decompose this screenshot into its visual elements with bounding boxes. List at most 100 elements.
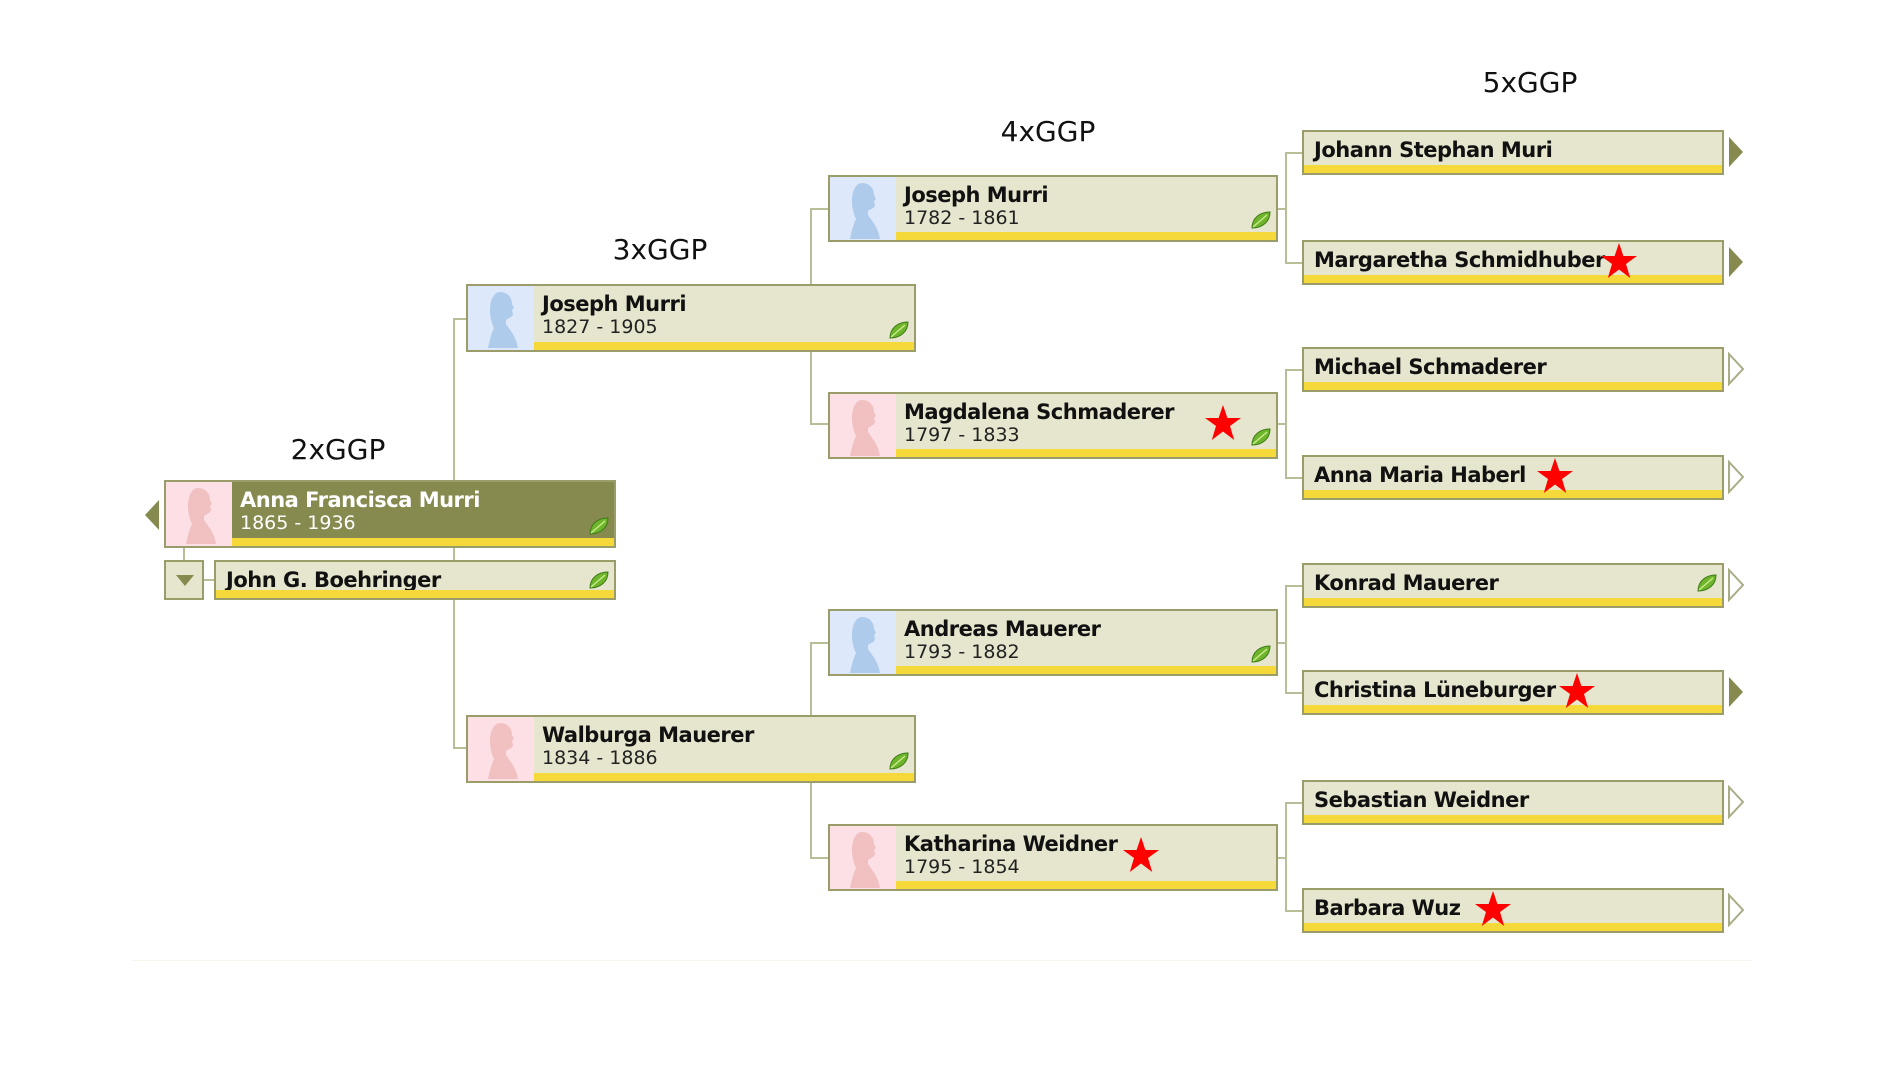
person-card[interactable]: Johann Stephan Muri [1302,130,1724,175]
generation-label-5xggp: 5xGGP [1482,66,1578,99]
accent-bar [896,232,1276,240]
person-name: Magdalena Schmaderer [904,400,1174,424]
red-star-icon [1601,243,1637,278]
female-silhouette-icon [850,832,880,888]
person-dates: 1793 - 1882 [904,641,1020,663]
person-dates: 1827 - 1905 [542,316,658,338]
leaf-hint-icon[interactable] [1696,573,1718,593]
person-card[interactable]: Margaretha Schmidhuber [1302,240,1724,285]
connector-line [810,208,812,284]
accent-bar [896,666,1276,674]
person-photo [830,394,896,457]
connector-line [810,208,828,210]
expand-arrow-filled-icon[interactable] [1727,675,1745,709]
generation-label-3xggp: 3xGGP [612,233,708,266]
connector-line [1278,423,1286,425]
connector-line [1285,802,1287,912]
accent-bar [1304,705,1722,713]
accent-bar [1304,815,1722,823]
leaf-hint-icon[interactable] [1250,427,1272,447]
connector-line [183,548,185,560]
connector-line [1285,692,1302,694]
female-silhouette-icon [488,723,518,779]
person-name: Michael Schmaderer [1314,355,1547,379]
expand-arrow-outline-icon[interactable] [1727,568,1745,602]
leaf-hint-icon[interactable] [888,751,910,771]
generation-label-4xggp: 4xGGP [1000,115,1096,148]
accent-bar [896,881,1276,889]
connector-line [1285,152,1287,264]
person-card[interactable]: Anna Maria Haberl [1302,455,1724,500]
leaf-hint-icon[interactable] [1250,644,1272,664]
person-card[interactable]: Christina Lüneburger [1302,670,1724,715]
triangle-down-icon [176,575,194,586]
person-name: John G. Boehringer [226,568,441,592]
accent-bar [1304,165,1722,173]
person-card[interactable]: John G. Boehringer [214,560,616,600]
person-card[interactable]: Barbara Wuz [1302,888,1724,933]
connector-line [810,857,828,859]
person-name: Anna Francisca Murri [240,488,480,512]
person-name: Walburga Mauerer [542,723,754,747]
person-card[interactable]: Konrad Mauerer [1302,563,1724,608]
person-card[interactable]: Sebastian Weidner [1302,780,1724,825]
person-card[interactable]: Michael Schmaderer [1302,347,1724,392]
person-photo [166,482,232,546]
accent-bar [232,538,614,546]
red-star-icon [1205,405,1241,440]
connector-line [453,318,466,320]
connector-line [204,579,214,581]
connector-line [453,548,455,748]
connector-line [453,747,466,749]
person-name: Katharina Weidner [904,832,1118,856]
person-name: Barbara Wuz [1314,896,1461,920]
accent-bar [1304,275,1722,283]
person-photo [830,611,896,674]
person-name: Anna Maria Haberl [1314,463,1526,487]
person-name: Margaretha Schmidhuber [1314,248,1605,272]
expand-arrow-outline-icon[interactable] [1727,785,1745,819]
leaf-hint-icon[interactable] [588,570,610,590]
connector-line [453,318,455,480]
connector-line [810,352,812,424]
expand-arrow-filled-icon[interactable] [1727,135,1745,169]
accent-bar [534,342,914,350]
red-star-icon [1475,891,1511,926]
person-dates: 1865 - 1936 [240,512,356,534]
person-photo [830,177,896,240]
connector-line [810,642,812,715]
person-name: Joseph Murri [542,292,687,316]
connector-line [1285,369,1287,479]
connector-line [1285,369,1302,371]
expand-arrow-filled-icon[interactable] [1727,245,1745,279]
connector-line [1285,585,1287,694]
person-name: Andreas Mauerer [904,617,1101,641]
person-dates: 1782 - 1861 [904,207,1020,229]
connector-line [1278,857,1286,859]
expand-arrow-outline-icon[interactable] [1727,460,1745,494]
back-arrow-icon[interactable] [143,498,161,532]
expand-arrow-outline-icon[interactable] [1727,893,1745,927]
connector-line [1285,477,1302,479]
expand-arrow-outline-icon[interactable] [1727,352,1745,386]
leaf-hint-icon[interactable] [888,320,910,340]
female-silhouette-icon [186,488,216,544]
accent-bar [1304,490,1722,498]
person-name: Joseph Murri [904,183,1049,207]
leaf-hint-icon[interactable] [588,516,610,536]
leaf-hint-icon[interactable] [1250,210,1272,230]
person-photo [468,286,534,350]
spouse-dropdown-toggle[interactable] [164,560,204,600]
